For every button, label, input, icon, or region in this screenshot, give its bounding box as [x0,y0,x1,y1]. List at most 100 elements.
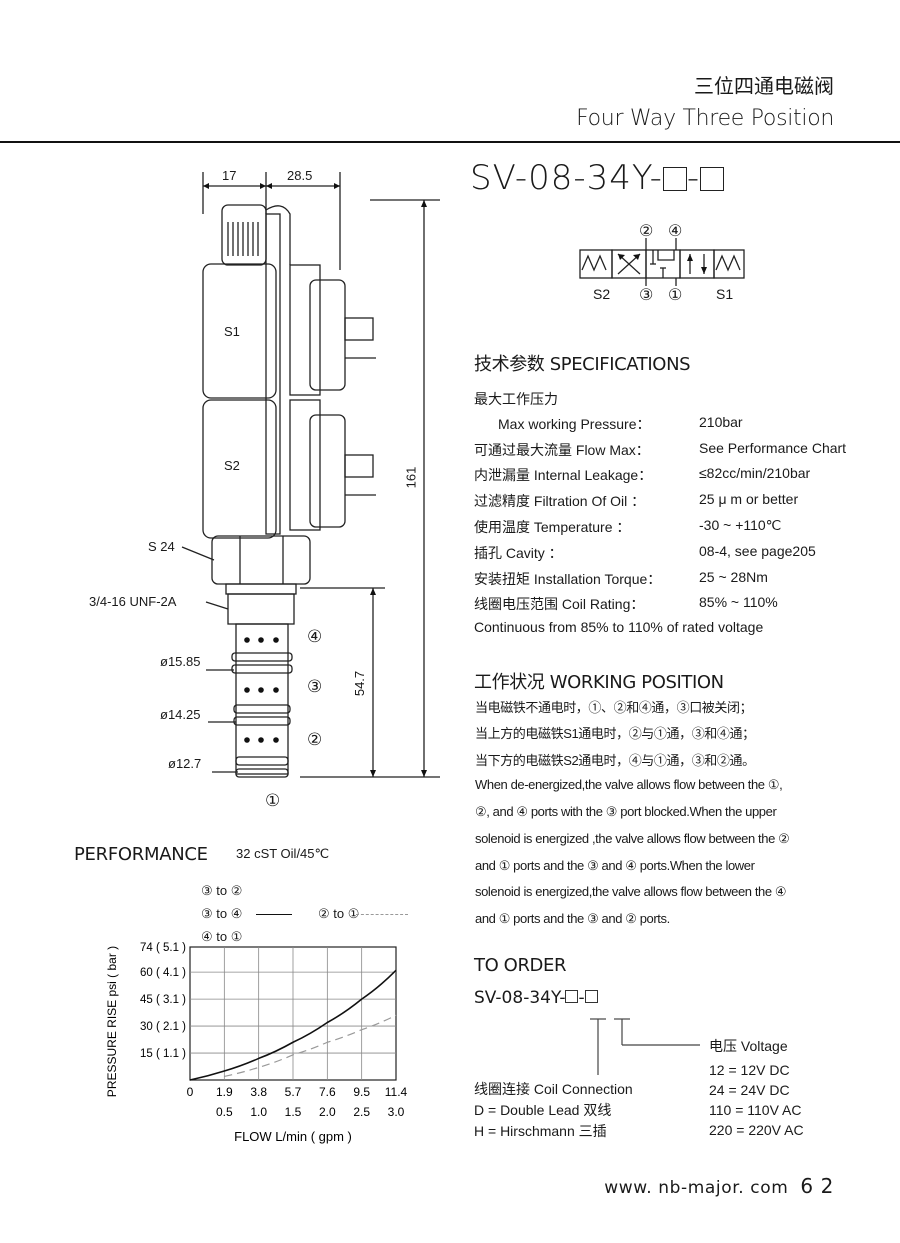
working-line: When de-energized,the valve allows flow … [475,777,783,792]
symbol-s2: S2 [593,286,611,302]
page-number: 6 2 [800,1174,834,1198]
spec-value: ≤82cc/min/210bar [699,465,811,481]
hydraulic-symbol [579,238,745,286]
specs-heading: 技术参数 SPECIFICATIONS [474,354,691,375]
label-d15: ø15.85 [160,654,201,669]
y-tick-label: 60 ( 4.1 ) [140,967,186,979]
series-line-dashed [224,1014,397,1077]
x-tick-label-gpm: 1.5 [285,1105,302,1119]
voltage-option: 24 = 24V DC [709,1082,790,1098]
working-line: 当电磁铁不通电时，①、②和④通，③口被关闭； [475,700,753,715]
series-line-solid [189,969,397,1081]
dim-28-5: 28.5 [287,168,313,183]
legend-b: ② to ① [318,906,360,921]
x-tick-label-gpm: 0.5 [216,1105,233,1119]
x-tick-label-gpm: 1.0 [250,1105,267,1119]
legend-solid-swatch [256,914,292,915]
valve-drawing [181,172,440,778]
label-s1: S1 [224,324,240,339]
spec-value: See Performance Chart [699,440,847,456]
spec-label: 使用温度 Temperature ： [474,519,631,535]
spec-value: 08-4, see page205 [699,543,816,559]
x-tick-label-gpm: 2.0 [319,1105,336,1119]
coil-option: H = Hirschmann 三插 [474,1123,607,1139]
voltage-option: 110 = 110V AC [709,1102,802,1118]
title-chinese: 三位四通电磁阀 [694,76,834,98]
footer-url: www. nb-major. com [604,1178,789,1198]
voltage-label: 电压 Voltage [709,1038,788,1054]
y-tick-label: 15 ( 1.1 ) [140,1048,186,1060]
y-tick-label: 30 ( 2.1 ) [140,1021,186,1033]
header-rule [0,141,900,143]
coil-option: D = Double Lead 双线 [474,1102,612,1118]
option-box-2 [700,167,725,191]
spec-label: 内泄漏量 Internal Leakage： [474,467,653,483]
x-tick-label-gpm: 2.5 [353,1105,370,1119]
performance-chart: 0 1.9 3.8 5.7 7.6 9.5 11.4 0.5 1.0 1.5 2.0 2.5 3.0 74… [105,942,408,1144]
x-tick-label: 11.4 [385,1085,408,1099]
legend-dashed-swatch [356,914,408,915]
x-tick-label-gpm: 3.0 [388,1105,405,1119]
working-line: solenoid is energized,the valve allows f… [475,884,787,899]
spec-label: 插孔 Cavity ： [474,545,563,561]
performance-heading: PERFORMANCE [74,844,208,865]
working-line: ②, and ④ ports with the ③ port blocked.W… [475,804,777,819]
spec-label: 可通过最大流量 Flow Max： [474,442,650,458]
title-english: Four Way Three Position [576,106,834,131]
working-line: and ① ports and the ③ and ② ports. [475,911,670,926]
coil-label: 线圈连接 Coil Connection [474,1081,633,1097]
order-code: SV-08-34Y-- [474,988,598,1008]
label-d14: ø14.25 [160,707,201,722]
spec-label: 过滤精度 Filtration Of Oil ： [474,493,646,509]
x-tick-label: 7.6 [319,1085,336,1099]
order-heading: TO ORDER [474,955,567,976]
symbol-s1: S1 [716,286,734,302]
order-box-2 [584,990,598,1003]
label-s24: S 24 [148,539,175,554]
x-tick-label: 0 [187,1085,194,1099]
label-s2: S2 [224,458,240,473]
port-3-label: ③ [307,677,323,696]
symbol-port-2: ② [639,223,654,240]
y-tick-label: 74 ( 5.1 ) [140,942,186,954]
working-line: 当上方的电磁铁S1通电时，②与①通，③和④通； [475,726,755,741]
legend-a2: ③ to ④ [201,906,243,921]
symbol-port-4: ④ [668,223,683,240]
x-tick-label: 5.7 [285,1085,302,1099]
dim-54-7: 54.7 [352,670,368,697]
y-tick-label: 45 ( 3.1 ) [140,994,186,1006]
y-axis-label: PRESSURE RISE psi ( bar ) [105,946,119,1097]
spec-label: 安装扭矩 Installation Torque： [474,571,662,587]
spec-label: Max working Pressure： [498,416,651,432]
spec-value: 25 ~ 28Nm [699,569,768,585]
x-axis-label: FLOW L/min ( gpm ) [234,1129,352,1144]
port-1-label: ① [265,791,281,810]
x-tick-label: 1.9 [216,1085,233,1099]
working-heading: 工作状况 WORKING POSITION [474,672,724,693]
symbol-port-3: ③ [639,287,654,304]
port-2-label: ② [307,730,323,749]
x-tick-label: 3.8 [250,1085,267,1099]
x-tick-label: 9.5 [353,1085,370,1099]
legend-a3: ④ to ① [201,929,243,944]
working-line: and ① ports and the ③ and ④ ports.When t… [475,858,755,873]
model-code: SV-08-34Y-- [470,158,725,198]
label-thread: 3/4-16 UNF-2A [89,594,177,609]
label-d12: ø12.7 [168,756,202,771]
dim-161: 161 [403,466,419,489]
spec-label: 线圈电压范围 Coil Rating： [474,596,645,612]
working-line: 当下方的电磁铁S2通电时，④与①通，③和②通。 [475,753,755,768]
voltage-option: 220 = 220V AC [709,1122,804,1138]
footer: www. nb-major. com 6 2 [604,1174,834,1198]
spec-value: 25 μ m or better [699,491,799,507]
performance-condition: 32 cST Oil/45℃ [236,846,330,861]
port-4-label: ④ [307,627,323,646]
spec-value: 210bar [699,414,743,430]
spec-value: 85% ~ 110% [699,594,778,610]
working-line: solenoid is energized ,the valve allows … [475,831,790,846]
order-box-1 [565,990,579,1003]
dim-17: 17 [222,168,237,183]
order-leader-lines [590,1018,700,1075]
symbol-port-1: ① [668,287,683,304]
voltage-option: 12 = 12V DC [709,1062,790,1078]
